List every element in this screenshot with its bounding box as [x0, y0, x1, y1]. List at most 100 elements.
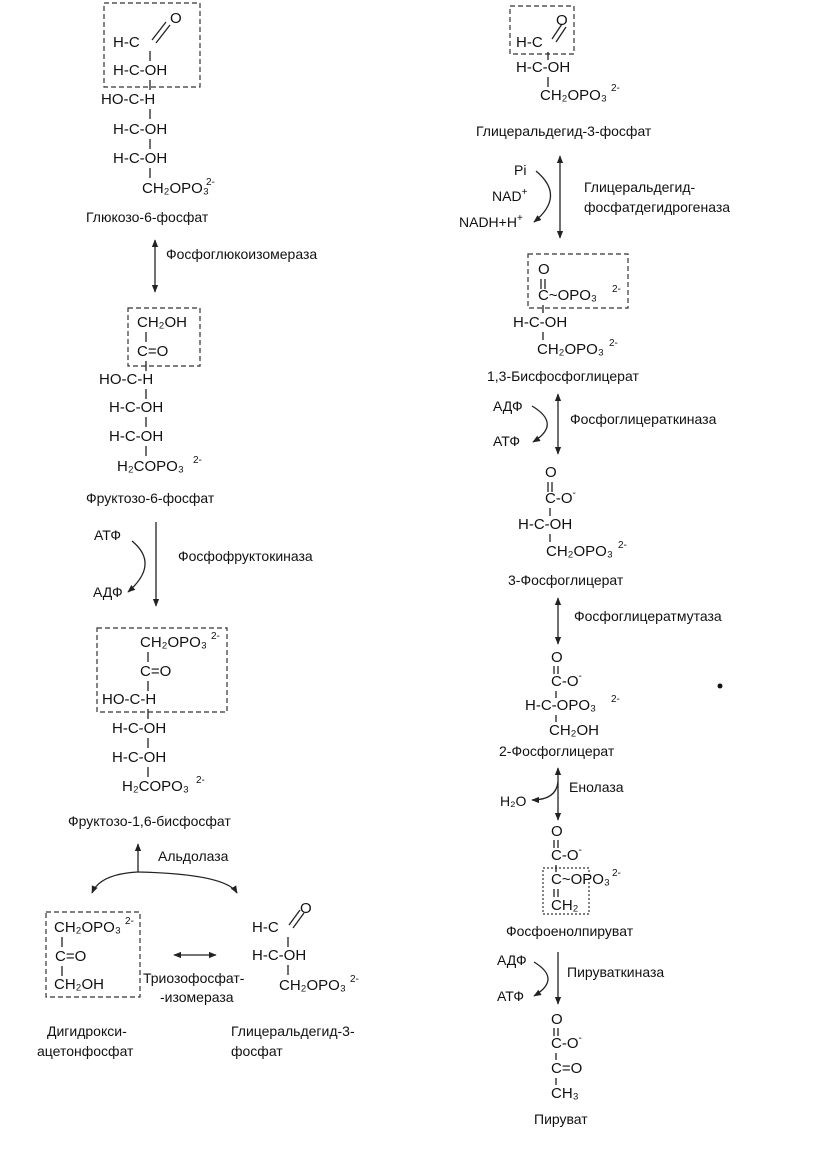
- formula-row: O: [551, 823, 563, 840]
- glucose-6-phosphate: H-C O H-C-OH HO-C-H H-C-OH H-C-OH CH₂OPO…: [86, 2, 215, 225]
- formula-row: C=O: [551, 1060, 582, 1077]
- formula-row: H-C-OH: [109, 428, 163, 445]
- formula-row: H₂COPO₃: [117, 458, 184, 475]
- charge: 2-: [611, 83, 620, 94]
- enzyme-label: Глицеральдегид-: [584, 179, 696, 195]
- formula-row: HO-C-H: [99, 371, 153, 388]
- step-phosphoglycerate-mutase: Фосфоглицератмутаза: [554, 597, 722, 645]
- cofactor-out: NADH+H+: [459, 213, 523, 230]
- compound-name: Фруктозо-6-фосфат: [86, 490, 215, 506]
- compound-name: 3-Фосфоглицерат: [508, 572, 624, 588]
- cofactor-in: Pi: [514, 162, 526, 178]
- compound-name: 2-Фосфоглицерат: [499, 743, 615, 759]
- compound-name: Дигидрокси-: [47, 1023, 127, 1039]
- charge: 2-: [350, 974, 359, 985]
- enzyme-label: Енолаза: [569, 779, 624, 795]
- charge: 2-: [612, 868, 621, 879]
- compound-name: Фруктозо-1,6-бисфосфат: [68, 813, 231, 829]
- 3-phosphoglycerate: O C-O- H-C-OH CH₂OPO₃ 2- 3-Фосфоглицерат: [508, 464, 627, 588]
- step-phosphoglucoisomerase: Фосфоглюкоизомераза: [151, 239, 317, 293]
- formula-row: O: [300, 900, 312, 917]
- formula-row: O: [551, 649, 563, 666]
- charge: 2-: [206, 177, 215, 188]
- step-pyruvate-kinase: АДФ АТФ Пируваткиназа: [497, 952, 664, 1005]
- formula-row: O: [170, 10, 182, 27]
- step-aldolase: Альдолаза: [91, 843, 238, 894]
- step-triose-phosphate-isomerase: Триозофосфат- -изомераза: [143, 951, 245, 1005]
- 1-3-bisphosphoglycerate: O C~OPO₃ 2- H-C-OH CH₂OPO₃ 2- 1,3-Бисфос…: [487, 253, 639, 384]
- formula-row: O: [556, 12, 568, 29]
- formula-row: CH₂OH: [54, 976, 104, 993]
- cofactor-in: АДФ: [497, 952, 527, 968]
- formula-row: CH₂OH: [549, 722, 599, 739]
- enzyme-label: Фосфоглицератмутаза: [574, 608, 722, 624]
- formula-row: CH₂OH: [137, 314, 187, 331]
- charge: 2-: [125, 916, 134, 927]
- charge: 2-: [611, 694, 620, 705]
- formula-row: H-C-OH: [112, 749, 166, 766]
- glyceraldehyde-3-phosphate-left: H-C O H-C-OH CH₂OPO₃ 2- Глицеральдегид-3…: [231, 900, 359, 1059]
- enzyme-label: Альдолаза: [158, 848, 229, 864]
- formula-row: H-C-OH: [113, 150, 167, 167]
- formula-row: H-C-OH: [516, 59, 570, 76]
- compound-name: Глюкозо-6-фосфат: [86, 209, 209, 225]
- formula-row: CH₂OPO₃: [142, 180, 209, 197]
- formula-row: CH₂: [551, 897, 579, 914]
- charge: 2-: [211, 631, 220, 642]
- formula-row: HO-C-H: [102, 691, 156, 708]
- glyceraldehyde-3-phosphate: H-C O H-C-OH CH₂OPO₃ 2- Глицеральдегид-3…: [476, 5, 652, 139]
- cofactor-in: АДФ: [493, 398, 523, 414]
- formula-row: H-C-OH: [109, 399, 163, 416]
- cofactor-out: АТФ: [497, 988, 524, 1004]
- formula-row: C~OPO₃: [538, 287, 597, 304]
- dhap-box: [45, 911, 141, 998]
- aldehyde-group-box: [509, 5, 575, 55]
- formula-row: C-O-: [551, 671, 582, 690]
- formula-row: CH₂OPO₃: [540, 87, 607, 104]
- formula-row: H-C: [113, 34, 140, 51]
- formula-row: H-C-OH: [518, 516, 572, 533]
- formula-row: C=O: [137, 343, 168, 360]
- formula-row: CH₂OPO₃: [140, 634, 207, 651]
- compound-name: ацетонфосфат: [37, 1043, 134, 1059]
- pyruvate: O C-O- C=O CH₃ Пируват: [534, 1011, 588, 1127]
- step-phosphoglycerate-kinase: АДФ АТФ Фосфоглицераткиназа: [493, 393, 717, 455]
- product-out: H₂O: [500, 793, 527, 809]
- step-phosphofructokinase: АТФ АДФ Фосфофруктокиназа: [93, 522, 313, 607]
- formula-row: H-C: [516, 34, 543, 51]
- formula-row: O: [538, 261, 550, 278]
- formula-row: HO-C-H: [101, 91, 155, 108]
- cofactor-out: АТФ: [493, 433, 520, 449]
- formula-row: CH₂OPO₃: [279, 977, 346, 994]
- charge: 2-: [196, 775, 205, 786]
- formula-row: H-C-OH: [252, 947, 306, 964]
- stray-dot: [717, 683, 723, 689]
- compound-name: фосфат: [231, 1043, 283, 1059]
- 2-phosphoglycerate: O C-O- H-C-OPO₃ 2- CH₂OH 2-Фосфоглицерат: [499, 649, 620, 759]
- acyl-phosphate-box: [527, 253, 629, 309]
- enzyme-label: Пируваткиназа: [567, 964, 664, 980]
- charge: 2-: [612, 284, 621, 295]
- fructose-6-phosphate: CH₂OH C=O HO-C-H H-C-OH H-C-OH H₂COPO₃ 2…: [86, 307, 215, 506]
- compound-name: Глицеральдегид-3-: [231, 1023, 355, 1039]
- formula-row: C=O: [140, 663, 171, 680]
- cofactor-out: АДФ: [93, 584, 123, 600]
- charge: 2-: [618, 540, 627, 551]
- formula-row: C~OPO₃: [551, 871, 610, 888]
- compound-name: 1,3-Бисфосфоглицерат: [487, 368, 639, 384]
- formula-row: H-C-OH: [113, 121, 167, 138]
- compound-name: Фосфоенолпируват: [506, 923, 634, 939]
- formula-row: H-C: [252, 919, 279, 936]
- enzyme-label: -изомераза: [160, 989, 234, 1005]
- fructose-1-6-bisphosphate: CH₂OPO₃ 2- C=O HO-C-H H-C-OH H-C-OH H₂CO…: [68, 627, 231, 829]
- formula-row: O: [545, 464, 557, 481]
- step-enolase: H₂O Енолаза: [500, 767, 624, 821]
- formula-row: CH₂OPO₃: [54, 919, 121, 936]
- cofactor-in: NAD+: [492, 187, 528, 204]
- phosphoenolpyruvate: O C-O- C~OPO₃ 2- CH₂ Фосфоенолпируват: [506, 823, 634, 939]
- enzyme-label: Триозофосфат-: [143, 970, 245, 986]
- charge: 2-: [609, 338, 618, 349]
- keto-group-box: [127, 307, 201, 367]
- compound-name: Глицеральдегид-3-фосфат: [476, 123, 652, 139]
- formula-row: C-O-: [551, 845, 582, 864]
